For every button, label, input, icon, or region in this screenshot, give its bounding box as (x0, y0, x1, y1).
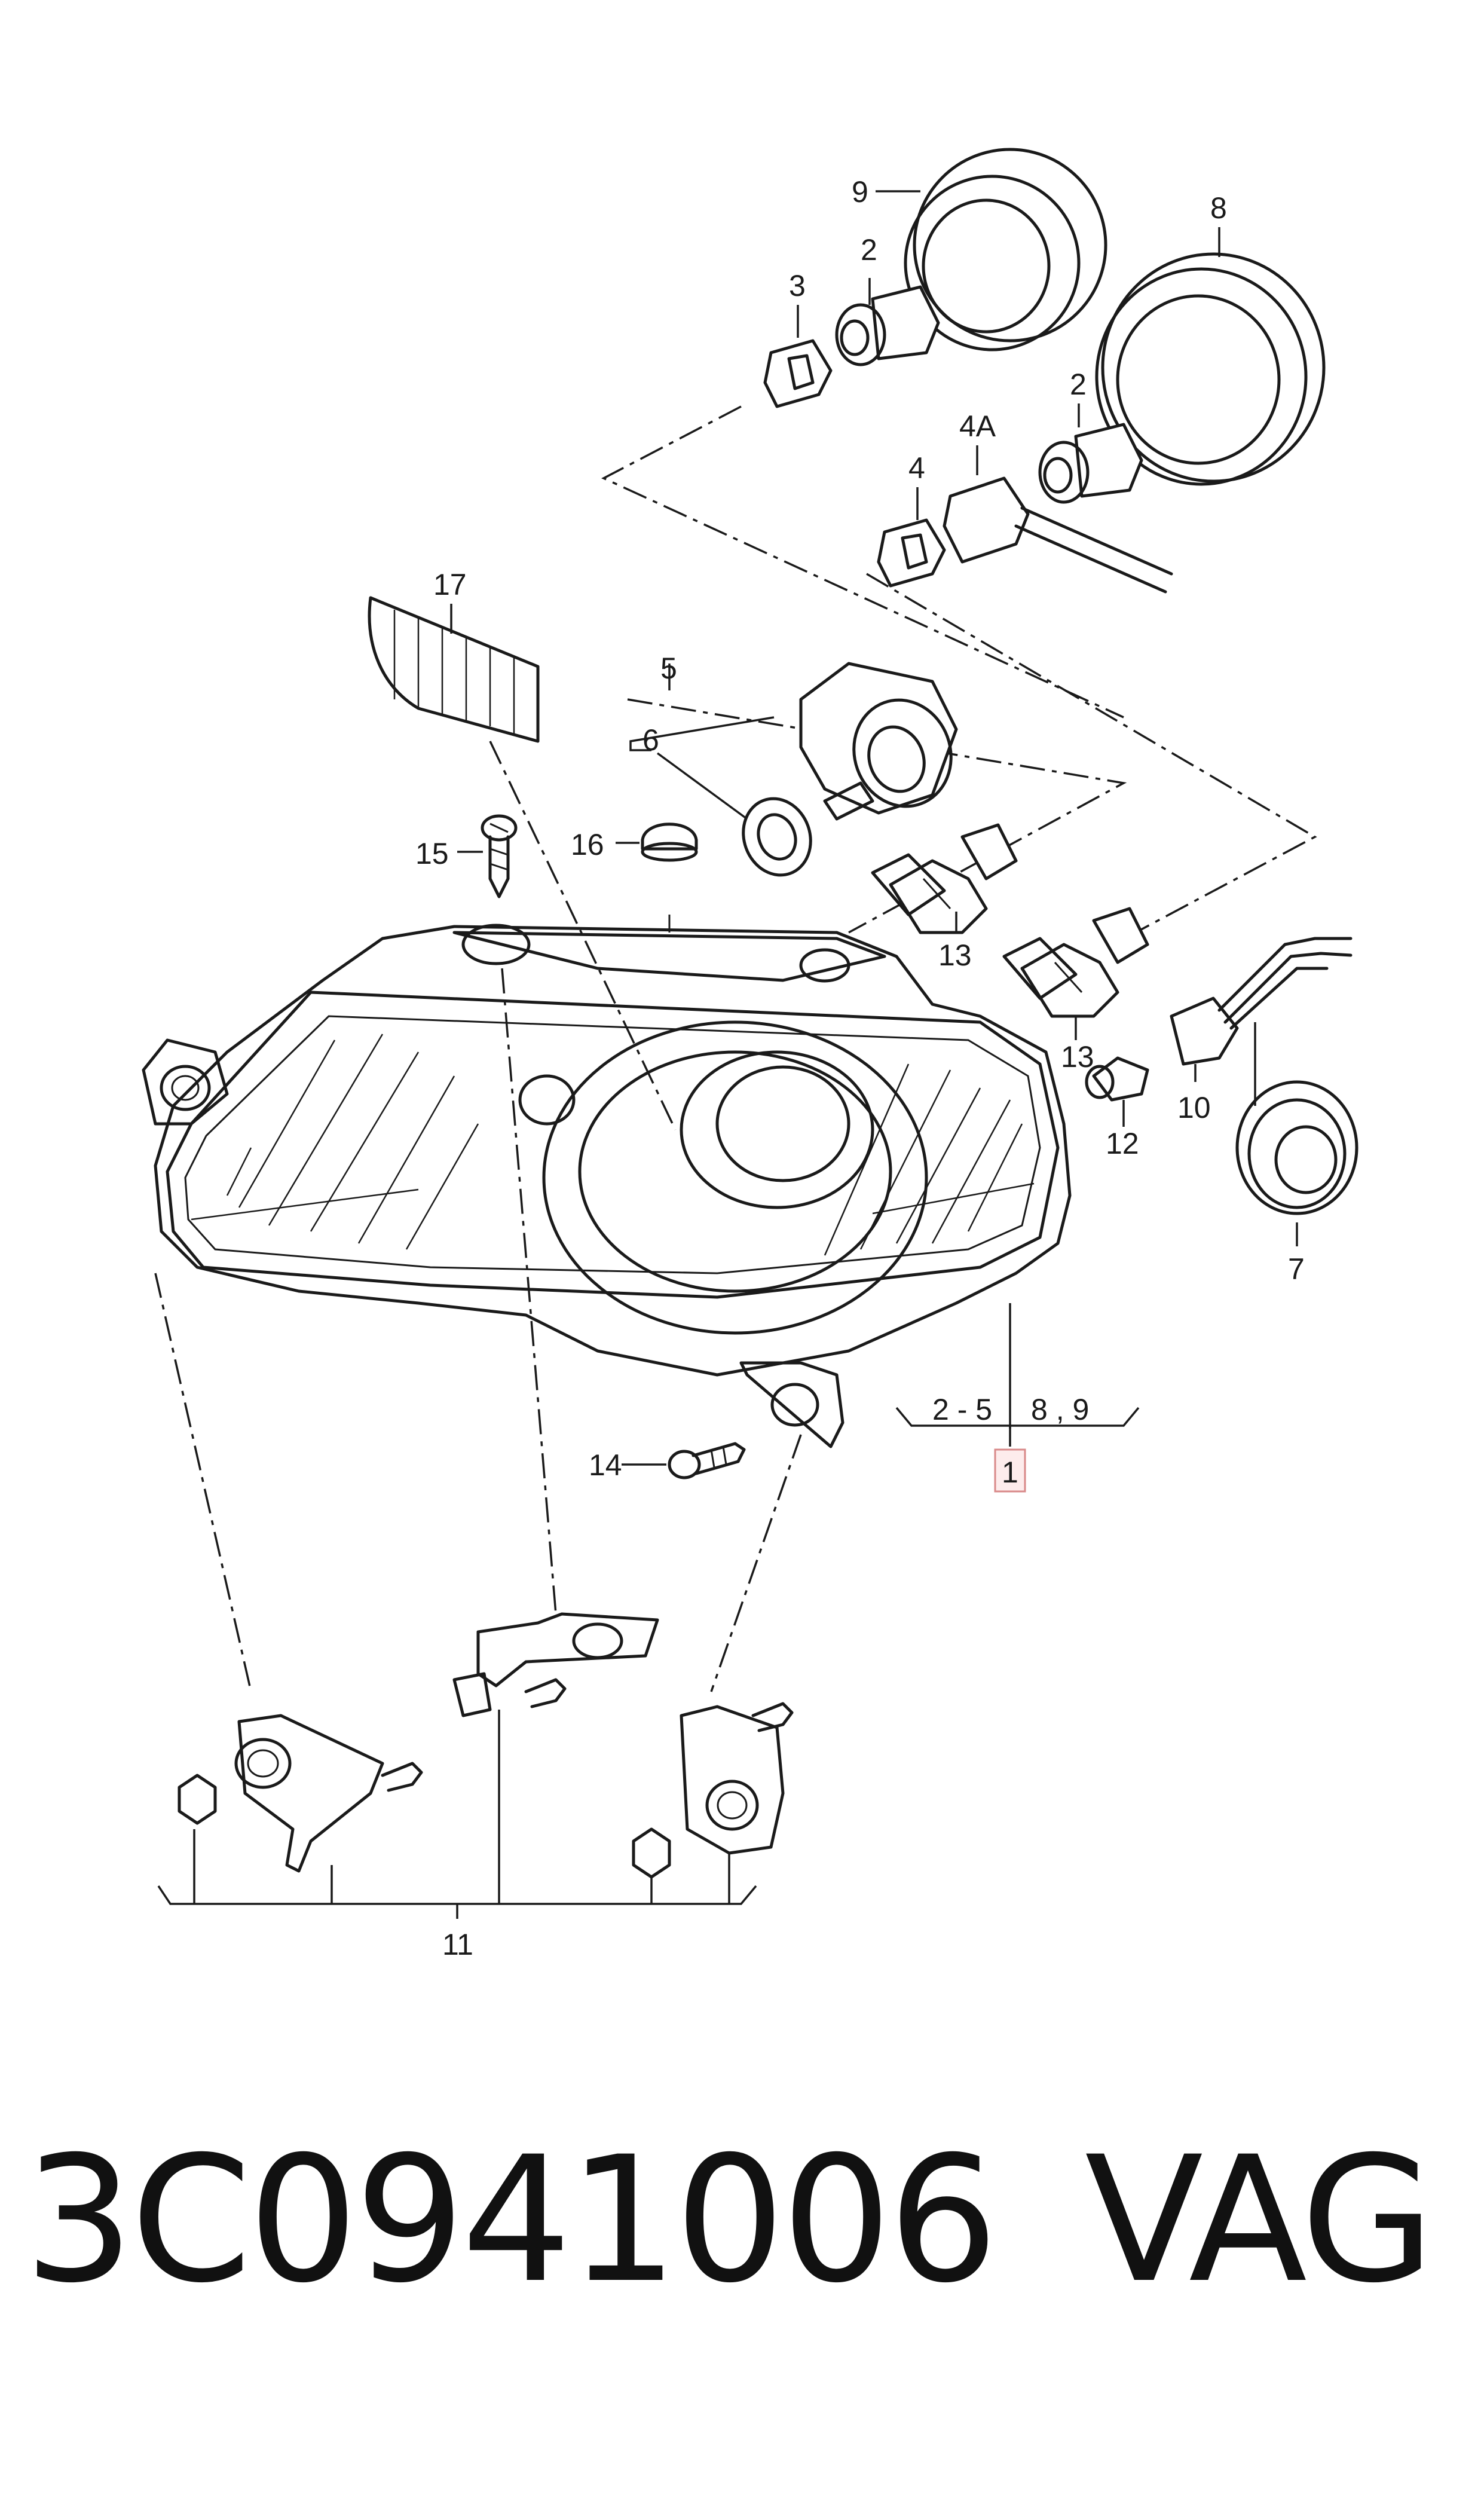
callout-2-lower: 2 (1070, 368, 1087, 401)
callout-7: 7 (1288, 1252, 1305, 1286)
part-11-bracket-left (178, 1714, 423, 1873)
part-11-bracket-middle (452, 1612, 659, 1717)
part-4a-connector (943, 476, 1173, 594)
part-2-bulb-upper (835, 285, 940, 366)
part-13-bulb-upper (871, 823, 1018, 934)
callout-2-upper: 2 (861, 233, 877, 267)
callout-4a: 4A (959, 409, 996, 443)
callout-9: 9 (852, 175, 868, 209)
callout-10: 10 (1177, 1091, 1211, 1124)
callout-range-2-5: 2 - 5 (932, 1393, 992, 1426)
callout-13-upper: 13 (938, 938, 972, 972)
part-5-module (799, 662, 958, 821)
callout-17: 17 (433, 568, 467, 601)
callout-1-highlight (994, 1448, 1026, 1493)
part-15-screw (481, 814, 518, 898)
callout-12: 12 (1106, 1127, 1139, 1160)
callout-13-lower: 13 (1061, 1040, 1094, 1074)
part-2-bulb-lower (1038, 423, 1143, 504)
part-7-cap (1235, 1080, 1358, 1215)
part-10-wiring (1170, 937, 1353, 1066)
callout-1: 1 (1002, 1456, 1018, 1489)
part-3-holder (763, 339, 833, 408)
callout-3: 3 (789, 269, 806, 302)
callout-14: 14 (589, 1448, 622, 1482)
callout-16: 16 (571, 828, 604, 861)
part-11-bracket-right (632, 1702, 794, 1879)
part-9-cap (904, 148, 1107, 351)
part-13-bulb-lower (1002, 907, 1149, 1018)
part-17-shield (368, 596, 540, 743)
part-14-screw (668, 1442, 746, 1479)
callout-15: 15 (415, 837, 449, 870)
part-6-gasket (742, 797, 812, 877)
callout-11: 11 (442, 1928, 473, 1961)
callout-6: 6 (642, 723, 659, 757)
callout-labels: 9 2 3 8 2 4A 4 17 5 6 16 15 13 13 12 10 … (415, 175, 1305, 1961)
part-16-cap (641, 823, 698, 862)
headlight-housing (142, 915, 1072, 1448)
part-8-cap (1095, 252, 1326, 486)
lens-hatching (191, 1034, 1035, 1256)
callout-8: 8 (1210, 191, 1227, 225)
brand-label: VAG (1085, 2120, 1435, 2321)
part-12-bulb (1085, 1056, 1149, 1102)
callout-range-8-9: 8 , 9 (1031, 1393, 1089, 1426)
leader-lines (157, 190, 1298, 1919)
part-4-holder (877, 518, 946, 588)
callout-5: 5 (660, 652, 677, 685)
callout-4: 4 (908, 451, 925, 485)
part-number-label: 3C0941006 (24, 2120, 999, 2321)
